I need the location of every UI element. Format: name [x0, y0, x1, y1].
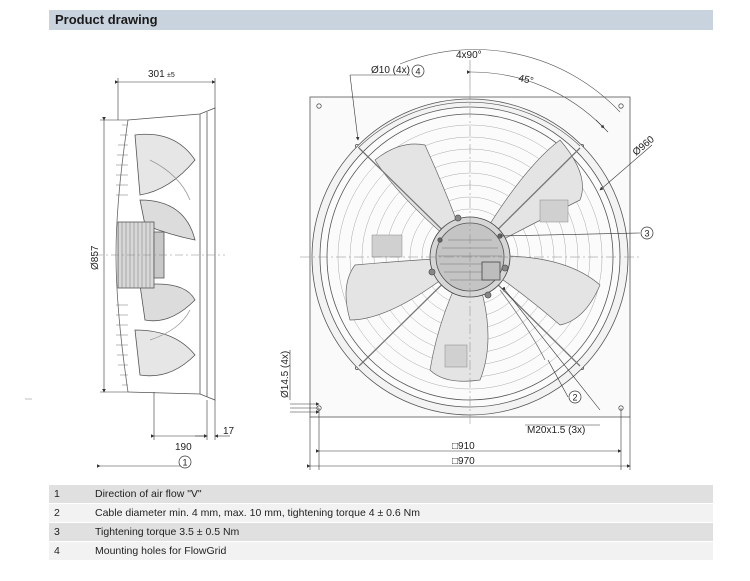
- callout-1: 1: [178, 455, 192, 469]
- legend-number: 1: [54, 488, 60, 500]
- dim-square-910: □910: [452, 441, 475, 452]
- front-dimensions: [289, 49, 653, 470]
- legend-row: 2 Cable diameter min. 4 mm, max. 10 mm, …: [49, 504, 713, 523]
- side-guard-ribs: [116, 124, 128, 386]
- legend-description: Direction of air flow "V": [95, 488, 202, 500]
- dim-side-17: 17: [223, 426, 235, 437]
- legend-number: 3: [54, 526, 60, 538]
- legend-table: 1 Direction of air flow "V" 2 Cable diam…: [49, 485, 713, 561]
- dim-angle-45: 45°: [517, 73, 534, 87]
- legend-row: 4 Mounting holes for FlowGrid: [49, 542, 713, 561]
- dim-side-depth-tol: ±5: [167, 72, 175, 79]
- legend-number: 2: [54, 507, 60, 519]
- callout-2: 2: [568, 390, 582, 404]
- dim-square-970: □970: [452, 456, 475, 467]
- svg-text:2: 2: [573, 393, 578, 403]
- legend-description: Tightening torque 3.5 ± 0.5 Nm: [95, 526, 240, 538]
- dim-thread: M20x1.5 (3x): [527, 425, 585, 436]
- legend-description: Cable diameter min. 4 mm, max. 10 mm, ti…: [95, 507, 420, 519]
- dim-angle-4x90: 4x90°: [456, 50, 482, 61]
- side-dimensions: [97, 78, 230, 468]
- page-title: Product drawing: [55, 12, 158, 27]
- legend-row: 3 Tightening torque 3.5 ± 0.5 Nm: [49, 523, 713, 542]
- legend-number: 4: [54, 545, 60, 557]
- callout-4: 4: [411, 64, 425, 78]
- dim-hole-10: Ø10 (4x): [371, 65, 410, 76]
- front-view: [300, 90, 640, 425]
- legend-description: Mounting holes for FlowGrid: [95, 545, 227, 557]
- side-view: [95, 107, 225, 401]
- svg-text:1: 1: [183, 458, 188, 468]
- svg-text:3: 3: [645, 229, 650, 239]
- legend-row: 1 Direction of air flow "V": [49, 485, 713, 504]
- dim-side-190: 190: [175, 442, 192, 453]
- svg-text:4: 4: [416, 67, 421, 77]
- dim-side-height: Ø857: [90, 245, 101, 270]
- product-drawing: 301 ±5 Ø857 190 17 1: [25, 49, 657, 470]
- callout-3: 3: [640, 226, 654, 240]
- dim-hole-14-5: Ø14.5 (4x): [280, 351, 291, 398]
- dim-side-depth: 301: [148, 69, 165, 80]
- dim-diameter-960: Ø960: [631, 134, 657, 158]
- header-bar: Product drawing: [49, 10, 713, 30]
